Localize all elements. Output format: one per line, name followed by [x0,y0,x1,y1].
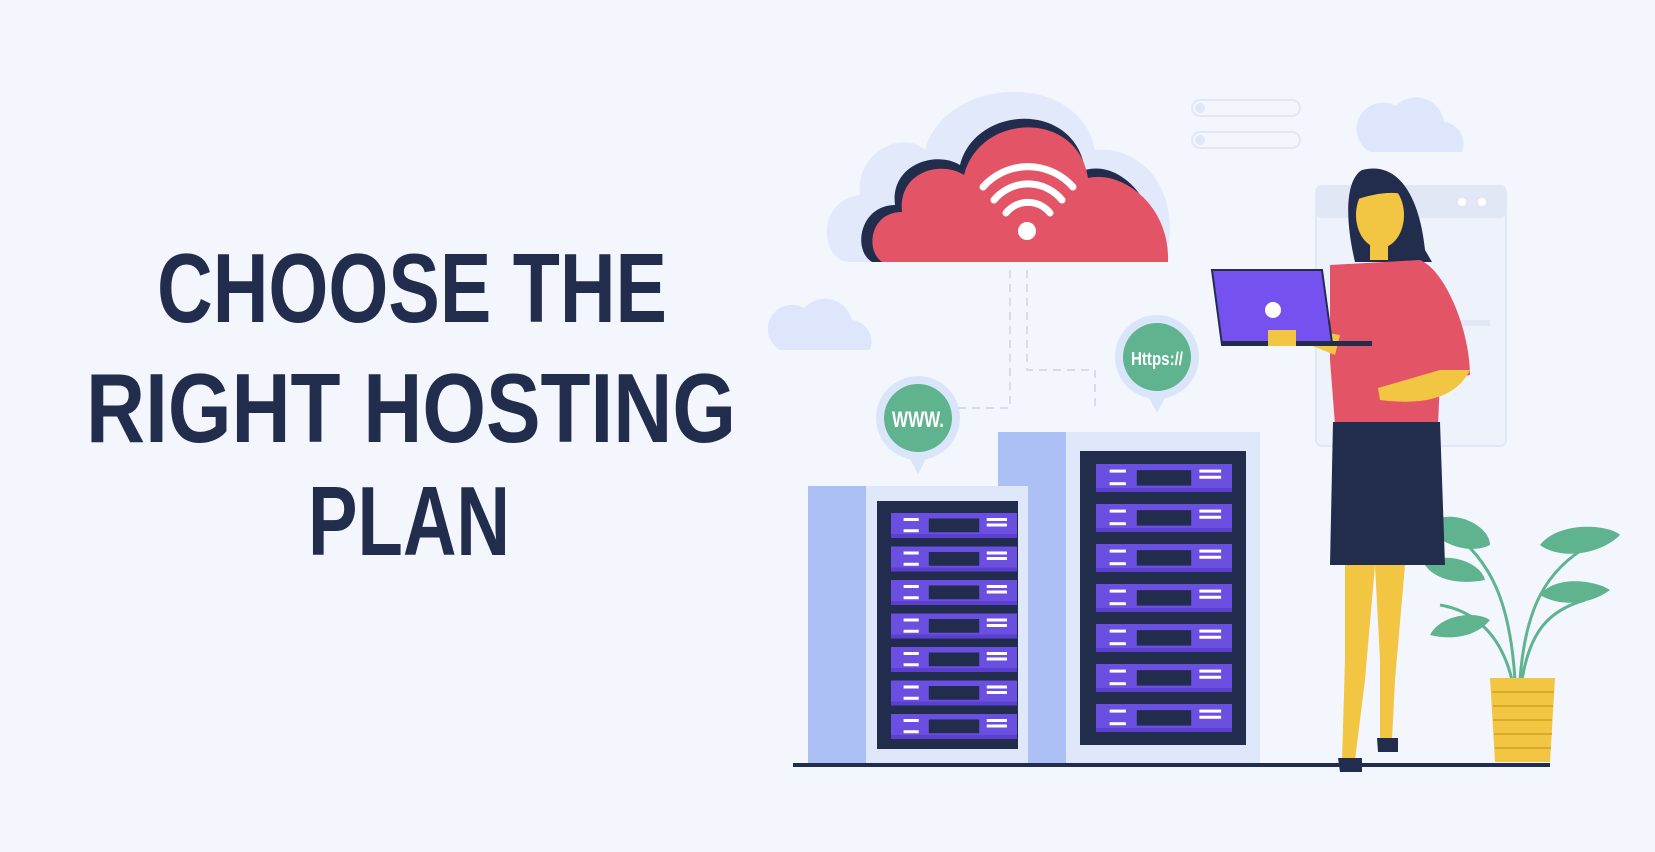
server-unit [891,580,1017,605]
www-bubble: WWW. [876,376,960,474]
server-unit [1096,544,1232,572]
server-unit [891,680,1017,706]
connector-lines [958,270,1096,410]
headline: CHOOSE THE RIGHT HOSTING PLAN [86,233,736,576]
server-unit [1096,664,1232,692]
server-unit [1096,584,1232,612]
laptop-icon [1210,269,1372,347]
server-unit [891,546,1017,572]
server-units [891,464,1232,739]
ui-pills [1191,99,1301,149]
headline-line-3: PLAN [308,466,510,576]
headline-line-2: RIGHT HOSTING [86,353,736,463]
server-unit [1096,504,1232,532]
www-label: WWW. [892,407,944,432]
server-unit [891,714,1017,739]
cloud-wifi-icon [826,91,1170,262]
server-unit [1096,704,1232,732]
https-label: Https:// [1131,349,1183,369]
woman-figure [1310,168,1470,772]
server-unit [891,613,1017,639]
server-unit [891,647,1017,672]
https-bubble: Https:// [1115,315,1199,413]
server-unit [891,513,1017,538]
server-unit [1096,624,1232,652]
cloud-icon [767,97,1464,350]
floor-line [793,763,1550,767]
headline-line-1: CHOOSE THE [157,233,667,343]
server-unit [1096,464,1232,492]
